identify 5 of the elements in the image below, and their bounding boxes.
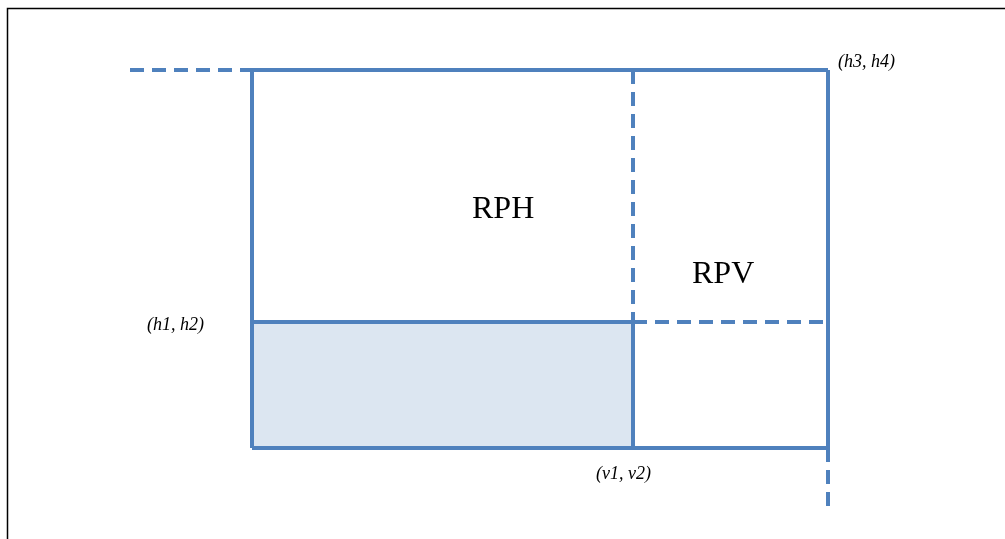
region-label: RPV [692, 256, 755, 288]
coordinate-label: (h1, h2) [147, 315, 204, 333]
coordinate-label: (v1, v2) [596, 464, 651, 482]
region-label: RPH [472, 191, 535, 223]
coordinate-label: (h3, h4) [838, 52, 895, 70]
